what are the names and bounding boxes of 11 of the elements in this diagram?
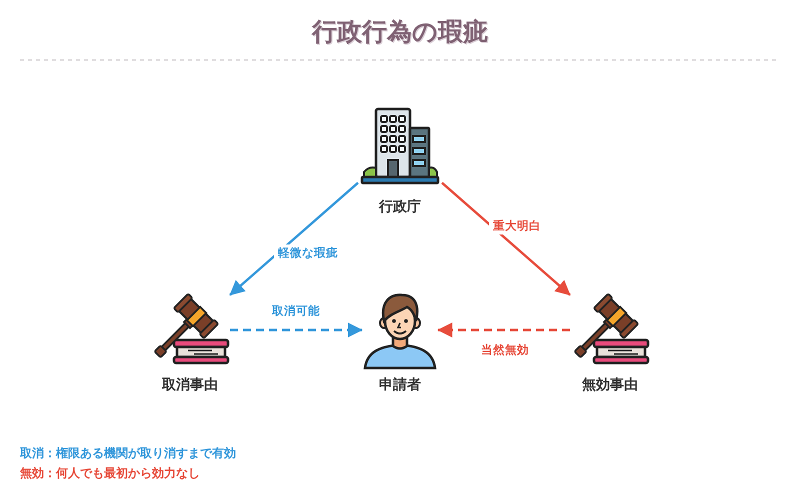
- node-label: 行政庁: [379, 198, 421, 216]
- title: 行政行為の瑕疵: [312, 16, 488, 48]
- note: 取消：権限ある機関が取り消すまで有効: [20, 445, 236, 461]
- dashed-arrow: [230, 322, 363, 338]
- arrow: [441, 182, 571, 296]
- arrow: [229, 182, 359, 296]
- dashed-arrow: [437, 322, 570, 338]
- node-label: 取消事由: [162, 376, 218, 394]
- node-label: 無効事由: [582, 376, 638, 394]
- note: 無効：何人でも最初から効力なし: [20, 465, 200, 481]
- node-label: 申請者: [379, 376, 421, 394]
